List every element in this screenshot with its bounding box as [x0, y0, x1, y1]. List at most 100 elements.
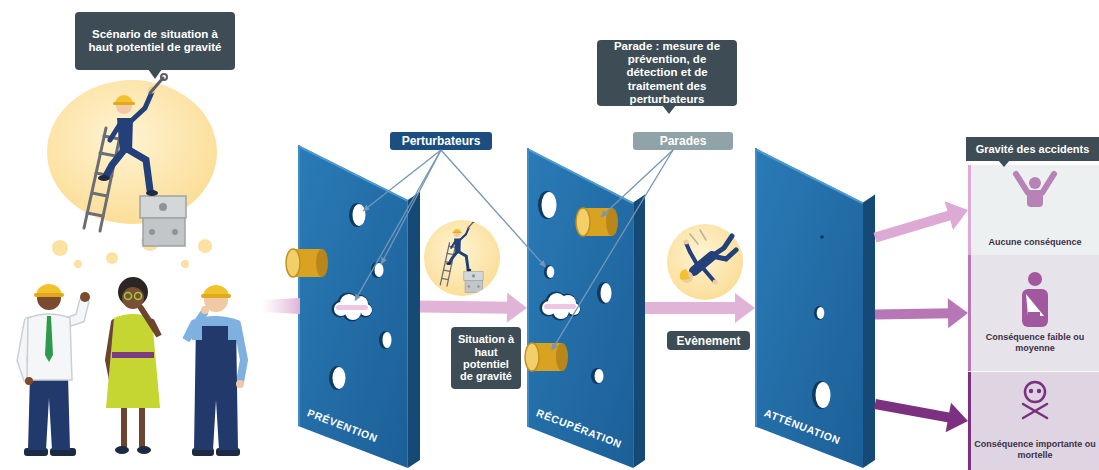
gravity-icon — [1023, 404, 1047, 418]
barrier-plate: PRÉVENTION — [298, 145, 420, 468]
person-figure — [139, 405, 145, 447]
leader-arrow — [539, 260, 546, 267]
gravity-icon — [1027, 191, 1043, 207]
flow-arrow — [507, 293, 527, 323]
scene-circle — [667, 224, 743, 300]
event-box: Evènement — [667, 331, 750, 350]
person-figure — [137, 446, 151, 454]
cloud-hole — [548, 293, 566, 311]
plate-hole — [371, 262, 383, 278]
gravity-icon — [1026, 294, 1044, 316]
person-figure — [237, 324, 244, 382]
leader-arrow — [600, 211, 607, 218]
person-figure — [80, 292, 90, 302]
thought-bubble — [106, 252, 118, 264]
scene-circle — [686, 243, 698, 266]
cloud-hole — [336, 305, 368, 310]
cloud-hole — [332, 292, 581, 322]
thought-bubble — [141, 233, 159, 251]
leader-arrow — [600, 150, 673, 218]
plate-hole — [547, 266, 555, 278]
person-figure — [68, 302, 84, 322]
plate-hole — [383, 332, 392, 348]
person-figure — [204, 288, 228, 312]
gravity-icon — [1016, 174, 1054, 418]
person-figure — [236, 380, 244, 388]
cloud-hole — [334, 302, 348, 316]
person-figure — [216, 448, 240, 456]
person-figure — [141, 308, 159, 336]
gravity-icon — [1029, 177, 1041, 189]
leader-arrow — [551, 150, 673, 351]
cloud-hole — [338, 293, 359, 314]
scene-circle — [702, 267, 714, 281]
cloud-hole — [360, 304, 372, 316]
scene-circle — [690, 230, 706, 244]
leader-arrow — [357, 150, 441, 296]
thought-bubble — [47, 80, 217, 268]
barrier-plate: ATTÉNUATION — [755, 148, 875, 468]
cloud-hole — [568, 303, 580, 315]
plate-hole — [597, 282, 611, 304]
cloud-hole — [345, 304, 361, 320]
scene-circle — [667, 224, 743, 300]
leader-arrow — [363, 205, 370, 212]
plate-hole — [329, 191, 831, 409]
leader-arrow — [367, 150, 441, 208]
node-text: Aucune conséquence — [988, 237, 1081, 247]
leader-arrow — [551, 343, 557, 351]
cloud-hole — [546, 292, 567, 313]
cloud-hole — [551, 302, 570, 321]
plate-outline — [298, 146, 408, 201]
climbing-worker — [440, 220, 483, 292]
person-figure — [202, 326, 228, 346]
plate-outline — [863, 194, 875, 468]
plate-outline — [527, 149, 633, 203]
cloud-hole — [566, 302, 581, 317]
callout-tail — [998, 160, 1010, 167]
callout-tail — [148, 69, 162, 79]
plate-hole — [601, 283, 612, 303]
leader-arrow — [363, 150, 441, 211]
plate-outline — [408, 192, 420, 468]
person-figure — [201, 306, 209, 314]
plug-cylinder — [532, 343, 562, 371]
flow-arrow — [875, 404, 952, 418]
plug-cylinder — [606, 208, 618, 236]
person-figure — [125, 293, 132, 300]
person-figure — [108, 322, 114, 380]
leader-arrow — [441, 150, 542, 263]
gravity-icon — [1022, 289, 1048, 327]
plate-outline — [298, 145, 300, 426]
person-figure — [68, 302, 84, 322]
person-figure — [186, 313, 204, 340]
node-text: Conséquence importante ou mortelle — [973, 439, 1097, 460]
severity-panel: Gravité des accidentsAucune conséquenceC… — [966, 137, 1099, 470]
leader-arrow — [383, 150, 441, 260]
plate-hole — [379, 331, 391, 349]
scene-circle — [713, 280, 718, 285]
node-text: Parade : mesure de prévention, de détect… — [602, 40, 732, 106]
cloud-hole — [544, 304, 576, 309]
plug-cylinder — [556, 343, 568, 371]
plate-hole — [329, 366, 345, 390]
plate-hole — [820, 235, 824, 239]
plug-cylinder — [316, 249, 328, 277]
person-figure — [22, 322, 29, 378]
climbing-worker — [84, 74, 186, 246]
plug-cylinder — [525, 343, 539, 371]
cloud-hole — [358, 303, 373, 318]
person-figure — [135, 293, 142, 300]
flow-arrow — [948, 298, 968, 328]
gravity-icon — [1016, 174, 1054, 193]
person-figure — [194, 322, 238, 450]
person-figure — [27, 314, 72, 380]
plate-hole — [349, 203, 365, 227]
person-figure — [121, 405, 127, 447]
cloud-hole — [553, 303, 569, 319]
plate-hole — [542, 192, 557, 218]
leader-arrow — [554, 150, 673, 346]
person-figure — [192, 448, 214, 456]
thought-bubble — [52, 240, 68, 256]
